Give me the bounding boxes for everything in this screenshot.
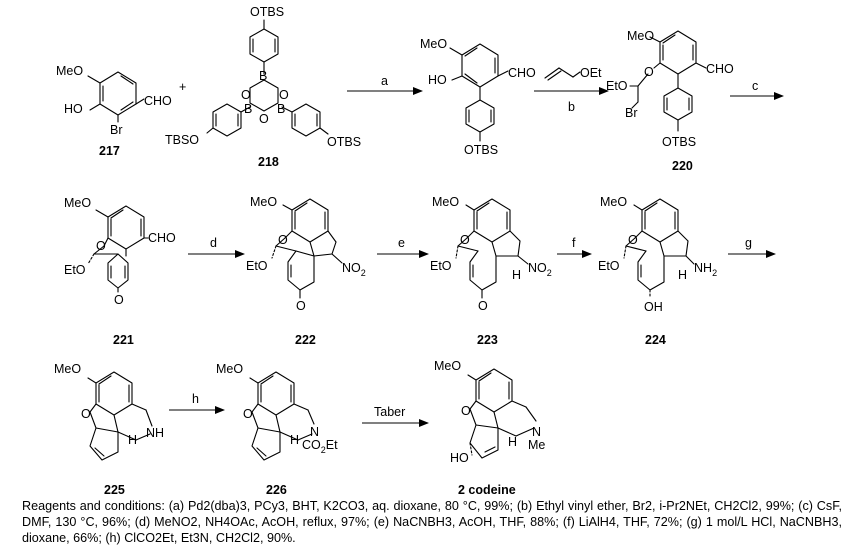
reaction-arrows [169, 87, 784, 427]
c220-id: 220 [672, 159, 693, 173]
arrow-h-label: h [192, 392, 199, 406]
c218-o-right: O [279, 88, 289, 102]
c225-nh-label: NH [146, 426, 164, 440]
c223-ketone-o-label: O [478, 299, 488, 313]
c2-ho-label: HO [450, 451, 469, 465]
c224-oh-label: OH [644, 300, 663, 314]
c224-nh2-label: NH2 [694, 261, 717, 278]
c222-eto-label: EtO [246, 259, 268, 273]
c226-meo-label: MeO [216, 362, 243, 376]
compound-226-structure [249, 371, 315, 461]
c218-b-top: B [259, 69, 267, 83]
compound-223-structure [455, 198, 529, 299]
c217-cho-label: CHO [144, 94, 172, 108]
c217-id: 217 [99, 144, 120, 158]
c221-eto-label: EtO [64, 263, 86, 277]
c225-h-label: H [128, 433, 137, 447]
synthesis-scheme: MeO HO Br CHO 217 + OTBS B O O B B O TBS… [54, 5, 784, 495]
c223-meo-label: MeO [432, 195, 459, 209]
c218-otbs-top-label: OTBS [250, 5, 284, 19]
c2-h-label: H [508, 435, 517, 449]
compound-222-structure [271, 198, 343, 299]
arrow-taber-label: Taber [374, 405, 405, 419]
c223-h-label: H [512, 268, 521, 282]
compound-225-structure [87, 371, 153, 461]
c225-meo-label: MeO [54, 362, 81, 376]
c224-h-label: H [678, 268, 687, 282]
c218-tbso-label: TBSO [165, 133, 199, 147]
c220-o-label: O [644, 65, 654, 79]
c226-co2et-label: CO2Et [302, 438, 338, 455]
c226-id: 226 [266, 483, 287, 495]
c224-meo-label: MeO [600, 195, 627, 209]
c223-eto-label: EtO [430, 259, 452, 273]
compound-220-structure [629, 30, 707, 132]
c220-br-label: Br [625, 106, 638, 120]
c221-meo-label: MeO [64, 196, 91, 210]
c221-cho-label: CHO [148, 231, 176, 245]
c218-b-right: B [277, 102, 285, 116]
c226-h-label: H [290, 433, 299, 447]
c221-id: 221 [113, 333, 134, 347]
arrow-g-label: g [745, 236, 752, 250]
biaryl-meo-label: MeO [420, 37, 447, 51]
c222-ketone-o-label: O [296, 299, 306, 313]
c222-no2-label: NO2 [342, 261, 366, 278]
c2-id: 2 codeine [458, 483, 516, 495]
compound-biaryl-structure [449, 43, 509, 142]
arrow-b-label: b [568, 100, 575, 114]
biaryl-cho-label: CHO [508, 66, 536, 80]
compound-221-structure [87, 205, 149, 293]
c220-cho-label: CHO [706, 62, 734, 76]
c225-id: 225 [104, 483, 125, 495]
c218-id: 218 [258, 155, 279, 169]
c2-n-label: N [532, 425, 541, 439]
c226-n-label: N [310, 425, 319, 439]
compound-codeine-structure [467, 368, 537, 459]
c217-ho-label: HO [64, 102, 83, 116]
c218-o-left: O [241, 88, 251, 102]
c2-o-label: O [461, 404, 471, 418]
c223-no2-label: NO2 [528, 261, 552, 278]
c226-o-label: O [243, 407, 253, 421]
c222-id: 222 [295, 333, 316, 347]
c224-id: 224 [645, 333, 666, 347]
c220-otbs-label: OTBS [662, 135, 696, 149]
c222-o-label: O [278, 233, 288, 247]
arrow-a-label: a [381, 74, 388, 88]
biaryl-otbs-label: OTBS [464, 143, 498, 157]
c224-eto-label: EtO [598, 259, 620, 273]
plus-sign: + [179, 80, 186, 94]
c223-o-label: O [460, 233, 470, 247]
c218-b-left: B [244, 102, 252, 116]
c220-eto-label: EtO [606, 79, 628, 93]
c218-otbs-right-label: OTBS [327, 135, 361, 149]
arrow-d-label: d [210, 236, 217, 250]
c220-meo-label: MeO [627, 29, 654, 43]
c2-me-label: Me [528, 438, 545, 452]
compound-217-structure [87, 71, 145, 123]
reagents-caption: Reagents and conditions: (a) Pd2(dba)3, … [22, 499, 842, 545]
arrow-c-label: c [752, 79, 758, 93]
c217-br-label: Br [110, 123, 123, 137]
c217-meo-label: MeO [56, 64, 83, 78]
c223-id: 223 [477, 333, 498, 347]
ethyl-vinyl-ether-reagent [544, 67, 581, 81]
arrow-e-label: e [398, 236, 405, 250]
biaryl-ho-label: HO [428, 73, 447, 87]
compound-224-structure [623, 198, 695, 299]
compound-218-structure [206, 19, 329, 137]
vinyl-ether-oet-label: OEt [580, 66, 602, 80]
c218-o-bottom: O [259, 112, 269, 126]
c224-o-label: O [628, 233, 638, 247]
arrow-f-label: f [572, 236, 576, 250]
c222-meo-label: MeO [250, 195, 277, 209]
c221-ketone-o-label: O [114, 293, 124, 307]
c2-meo-label: MeO [434, 359, 461, 373]
c225-o-label: O [81, 407, 91, 421]
c221-o-label: O [96, 239, 106, 253]
